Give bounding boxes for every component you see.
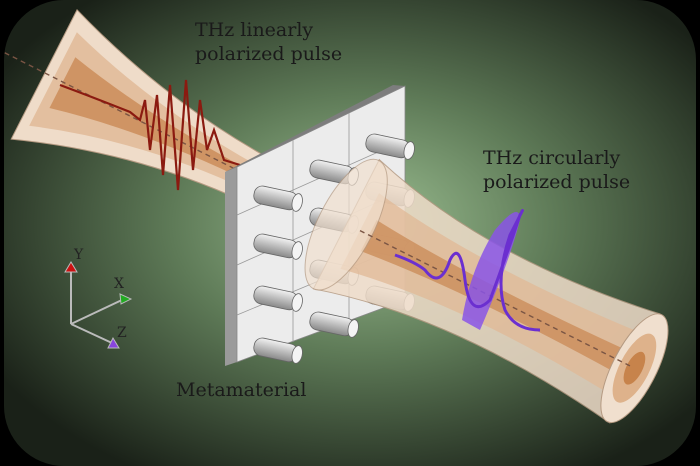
axis-y-label: Y bbox=[74, 247, 84, 263]
metamaterial-label: Metamaterial bbox=[176, 379, 307, 401]
circular-pulse-label-line2: polarized pulse bbox=[483, 171, 631, 193]
pin bbox=[253, 337, 303, 364]
pin bbox=[253, 185, 303, 212]
circular-pulse-label: THz circularly polarized pulse bbox=[483, 146, 630, 194]
axis-z-arrow bbox=[107, 336, 120, 349]
pin bbox=[253, 285, 303, 312]
pin bbox=[309, 311, 359, 338]
linear-pulse-label-line2: polarized pulse bbox=[195, 43, 343, 65]
axis-x-label: X bbox=[114, 276, 124, 292]
axis-y-arrow bbox=[64, 261, 78, 273]
axis-x-arrow bbox=[119, 293, 133, 305]
linear-pulse-label-line1: THz linearly bbox=[195, 19, 314, 41]
circular-pulse-wave bbox=[394, 209, 541, 332]
axis-triad bbox=[70, 270, 125, 344]
linear-pulse-wave bbox=[59, 79, 241, 191]
axis-z-label: Z bbox=[117, 325, 127, 341]
pin bbox=[365, 133, 415, 160]
pin bbox=[253, 233, 303, 260]
linear-pulse-label: THz linearly polarized pulse bbox=[195, 18, 342, 66]
output-beam bbox=[304, 158, 669, 424]
circular-pulse-label-line1: THz circularly bbox=[483, 147, 621, 169]
